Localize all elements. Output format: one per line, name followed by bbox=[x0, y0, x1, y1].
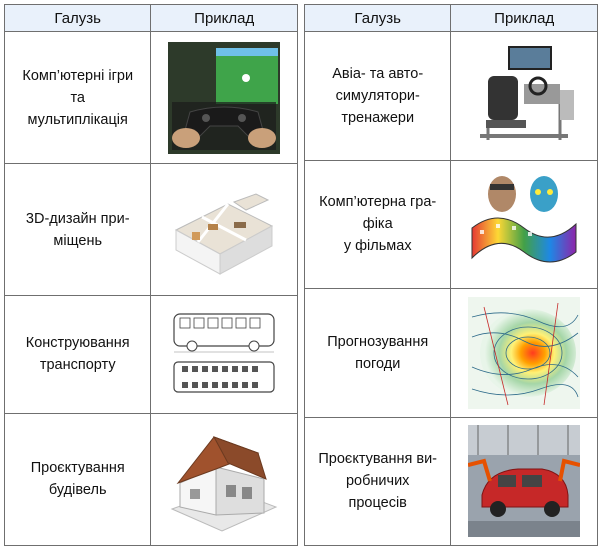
film-cgi-image bbox=[450, 159, 598, 289]
domain-3d-design-label: 3D-дизайн при-міщень bbox=[3, 163, 152, 296]
car-factory-image bbox=[450, 416, 598, 546]
weather-map-image bbox=[450, 288, 598, 418]
house-model-image bbox=[150, 412, 298, 547]
domain-simulators-label: Авіа- та авто-симулятори-тренажери bbox=[303, 31, 452, 161]
simulator-image bbox=[450, 31, 598, 161]
header-domain: Галузь bbox=[3, 4, 152, 32]
header-example: Приклад bbox=[450, 4, 598, 32]
bus-blueprint-image bbox=[150, 295, 298, 414]
right-table: Галузь Приклад Авіа- та авто-симулятори-… bbox=[303, 4, 598, 546]
header-example: Приклад bbox=[150, 4, 298, 32]
header-domain: Галузь bbox=[303, 4, 452, 32]
table-row: 3D-дизайн при-міщень bbox=[3, 163, 298, 296]
gamepad-tv-image bbox=[150, 31, 298, 164]
3d-apartment-image bbox=[150, 163, 298, 296]
table-row: Авіа- та авто-симулятори-тренажери bbox=[303, 31, 598, 161]
